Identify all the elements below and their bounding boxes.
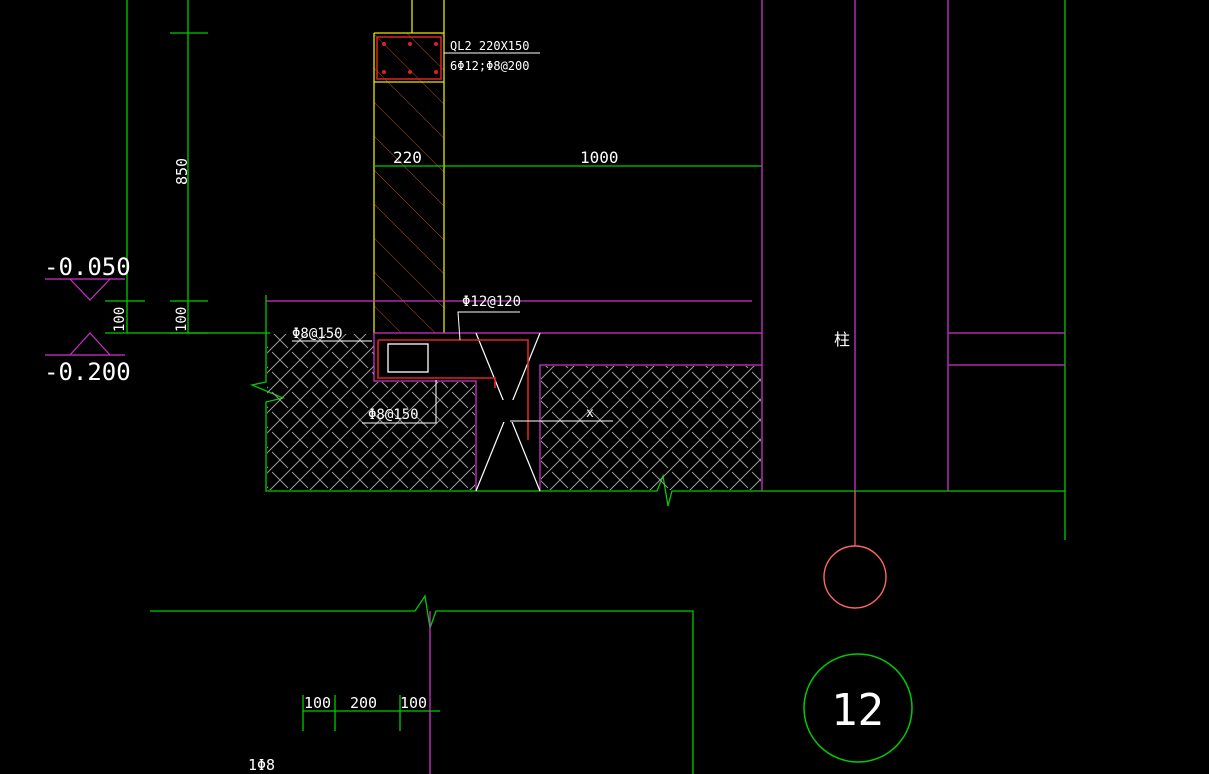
column-rebar-label: 6Φ12;Φ8@200 bbox=[450, 59, 529, 73]
rebar-bottom-left-label: 1Φ8 bbox=[248, 756, 275, 774]
rebar-bottom-leader bbox=[362, 380, 437, 424]
dim-bottom-2-label: 200 bbox=[350, 694, 377, 712]
column-ql2[interactable] bbox=[373, 0, 445, 333]
dim-bottom-1-label: 100 bbox=[304, 694, 331, 712]
stirrup bbox=[387, 343, 429, 373]
dim-100-right-label: 100 bbox=[174, 307, 190, 332]
rebar-left-label: Φ8@150 bbox=[292, 326, 343, 342]
column-tag-label: 柱 bbox=[834, 330, 850, 349]
section-bubble[interactable] bbox=[803, 653, 913, 763]
level-marker-top: -0.050 bbox=[44, 253, 131, 301]
magenta-structure bbox=[266, 0, 1065, 774]
rebar-side-label: x bbox=[586, 406, 594, 421]
dim-850-label: 850 bbox=[173, 158, 191, 185]
level-bottom-label: -0.200 bbox=[44, 358, 131, 386]
level-marker-bottom: -0.200 bbox=[44, 332, 131, 386]
dim-220-label: 220 bbox=[393, 148, 422, 167]
dim-100-left-label: 100 bbox=[112, 307, 128, 332]
dim-bottom-3-label: 100 bbox=[400, 694, 427, 712]
section-number: 12 bbox=[831, 685, 884, 736]
rebar-lines bbox=[377, 339, 529, 440]
axis-bubble[interactable] bbox=[823, 545, 887, 609]
dim-1000-label: 1000 bbox=[580, 148, 619, 167]
rebar-bottom-label: Φ8@150 bbox=[368, 407, 419, 423]
rebar-top-label: Φ12@120 bbox=[462, 294, 521, 310]
level-top-label: -0.050 bbox=[44, 253, 131, 281]
joint-cross bbox=[475, 332, 541, 492]
slab-left-hatch-2 bbox=[374, 382, 475, 490]
green-outline bbox=[105, 0, 1066, 774]
column-label: QL2 220X150 bbox=[450, 39, 529, 53]
rebar-top-leader bbox=[457, 311, 520, 341]
slab-left-hatch bbox=[267, 334, 374, 490]
slab-right-hatch bbox=[541, 366, 761, 490]
